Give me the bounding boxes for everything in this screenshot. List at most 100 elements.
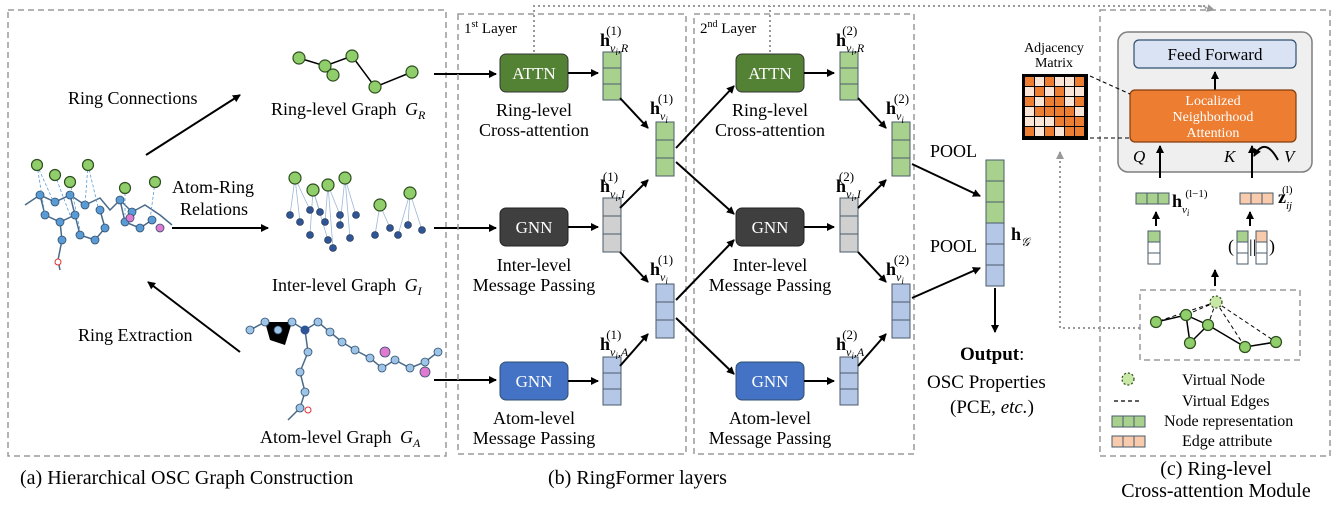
node-vector-concat-a-cell bbox=[1236, 241, 1249, 254]
ring-graph-label: Ring-level Graph GR bbox=[271, 99, 426, 122]
legend-node-rep-label: Node representation bbox=[1164, 413, 1293, 430]
vector-atom-l2 bbox=[839, 356, 859, 406]
q-label: Q bbox=[1133, 147, 1145, 166]
vector-merged-atom-l1-cell bbox=[655, 301, 675, 321]
svg-text:Localized: Localized bbox=[1185, 94, 1240, 109]
legend-virtual-node-label: Virtual Node bbox=[1182, 372, 1265, 389]
vector-ring-l1-cell bbox=[602, 67, 622, 85]
svg-text:GNN: GNN bbox=[752, 372, 789, 391]
molecule-icon bbox=[24, 158, 173, 271]
attn-1-box: ATTN bbox=[499, 53, 569, 93]
svg-text:GNN: GNN bbox=[752, 218, 789, 237]
adjacency-cell bbox=[1055, 127, 1064, 136]
pool-ring-arrow bbox=[911, 163, 981, 197]
panel-b: 1st Layer 2nd Layer ATTN GNN GNN Ring-le… bbox=[457, 4, 1274, 489]
vector-atom-l1 bbox=[602, 356, 622, 406]
vector-merged-ring-l1 bbox=[655, 121, 675, 177]
panel-c-caption-2: Cross-attention Module bbox=[1121, 480, 1311, 502]
panel-b-caption: (b) RingFormer layers bbox=[548, 467, 727, 489]
feed-forward-box: Feed Forward bbox=[1133, 39, 1297, 69]
edge-vector-concat-b bbox=[1255, 230, 1268, 265]
vector-merged-atom-l2-cell bbox=[891, 319, 911, 339]
vector-merged-atom-l1-cell bbox=[655, 283, 675, 303]
l1-atom-to-l2-gnn-inter bbox=[675, 239, 735, 301]
pool-atom-arrow bbox=[911, 267, 981, 299]
vector-merged-ring-l2-cell bbox=[891, 157, 911, 177]
h-merged-atom-l2-label: hvi(2) bbox=[886, 252, 909, 286]
inter-mp-1-line1: Inter-level bbox=[497, 255, 572, 275]
panel-c-frame bbox=[1099, 9, 1331, 457]
h-merged-ring-l2-label: hvi(2) bbox=[886, 91, 909, 125]
adjacency-cell bbox=[1075, 107, 1084, 116]
legend-node-rep-icon bbox=[1111, 415, 1146, 428]
output-line-3: (PCE, etc.) bbox=[950, 397, 1034, 418]
adjacency-cell bbox=[1065, 77, 1074, 86]
gnn-atom-2-box: GNN bbox=[735, 361, 805, 401]
adjacency-cell bbox=[1055, 77, 1064, 86]
adjacency-cell bbox=[1025, 77, 1034, 86]
kv-curve-arrow bbox=[1253, 146, 1279, 161]
output-line-2: OSC Properties bbox=[927, 372, 1046, 393]
h-atom-l2-label: hvi,A(2) bbox=[836, 327, 865, 361]
l1-inter-to-merged-atom bbox=[619, 251, 649, 283]
pool-label-top: POOL bbox=[930, 141, 977, 161]
vector-merged-ring-l2-cell bbox=[891, 139, 911, 159]
atom-mp-2-line1: Atom-level bbox=[729, 408, 811, 428]
ring-cross-1-line1: Ring-level bbox=[496, 100, 572, 120]
edge-vector-z-input-cell bbox=[1250, 192, 1263, 205]
vector-graph-embedding-cell bbox=[985, 159, 1005, 182]
vector-atom-l2-cell bbox=[839, 388, 859, 406]
vector-graph-embedding-cell bbox=[985, 180, 1005, 203]
vector-atom-l2-cell bbox=[839, 356, 859, 374]
panel-a: Ring Connections Atom-Ring Relations Rin… bbox=[7, 9, 447, 489]
vector-atom-l2-cell bbox=[839, 372, 859, 390]
node-vector-h-input-cell bbox=[1157, 192, 1170, 205]
adjacency-label-1: Adjacency bbox=[1024, 41, 1084, 56]
adjacency-cell bbox=[1025, 117, 1034, 126]
vector-merged-atom-l1 bbox=[655, 283, 675, 339]
adjacency-cell bbox=[1045, 97, 1054, 106]
l1-inter-to-merged-ring bbox=[619, 179, 649, 209]
vector-inter-l2-cell bbox=[839, 215, 859, 235]
l1-ring-to-l2-gnn-inter bbox=[675, 161, 735, 215]
inter-mp-2-line2: Message Passing bbox=[709, 275, 832, 295]
adjacency-cell bbox=[1075, 117, 1084, 126]
adjacency-cell bbox=[1065, 97, 1074, 106]
node-vector-concat-a-cell bbox=[1236, 252, 1249, 265]
legend-node-rep-icon-cell bbox=[1122, 415, 1135, 428]
localized-attention-box: Localized Neighborhood Attention bbox=[1129, 89, 1297, 143]
inter-graph-label: Inter-level Graph GI bbox=[272, 275, 423, 298]
adjacency-cell bbox=[1035, 117, 1044, 126]
svg-text:GNN: GNN bbox=[516, 372, 553, 391]
adjacency-cell bbox=[1055, 87, 1064, 96]
adjacency-cell bbox=[1025, 127, 1034, 136]
gnn-inter-2-box: GNN bbox=[735, 207, 805, 247]
ring-extraction-label: Ring Extraction bbox=[78, 325, 192, 345]
adjacency-cell bbox=[1075, 127, 1084, 136]
legend-virtual-node-icon bbox=[1121, 372, 1135, 386]
adjacency-cell bbox=[1045, 77, 1054, 86]
legend-virtual-edges-label: Virtual Edges bbox=[1182, 393, 1269, 410]
l1-atom-to-l2-gnn-atom bbox=[675, 317, 735, 375]
vector-merged-atom-l1-cell bbox=[655, 319, 675, 339]
atom-graph-label: Atom-level Graph GA bbox=[260, 427, 421, 450]
adjacency-cell bbox=[1025, 97, 1034, 106]
vector-merged-ring-l1-cell bbox=[655, 139, 675, 159]
legend: Virtual Node Virtual Edges Node represen… bbox=[1114, 372, 1293, 450]
layer-1-frame bbox=[457, 13, 687, 455]
vector-inter-l1-cell bbox=[602, 215, 622, 235]
adjacency-cell bbox=[1065, 87, 1074, 96]
adjacency-cell bbox=[1065, 127, 1074, 136]
adj-link-top bbox=[1089, 75, 1131, 95]
vector-ring-l2-cell bbox=[839, 83, 859, 101]
adjacency-cell bbox=[1035, 77, 1044, 86]
h-inter-l2-label: hvi,I(2) bbox=[836, 169, 862, 203]
l1-ring-to-l2-attn bbox=[675, 85, 735, 149]
adjacency-cell bbox=[1075, 77, 1084, 86]
vector-graph-embedding-cell bbox=[985, 201, 1005, 224]
adjacency-cell bbox=[1055, 117, 1064, 126]
vector-merged-atom-l2-cell bbox=[891, 283, 911, 303]
svg-text:ATTN: ATTN bbox=[748, 64, 791, 83]
adjacency-cell bbox=[1035, 107, 1044, 116]
vector-ring-l1-cell bbox=[602, 83, 622, 101]
